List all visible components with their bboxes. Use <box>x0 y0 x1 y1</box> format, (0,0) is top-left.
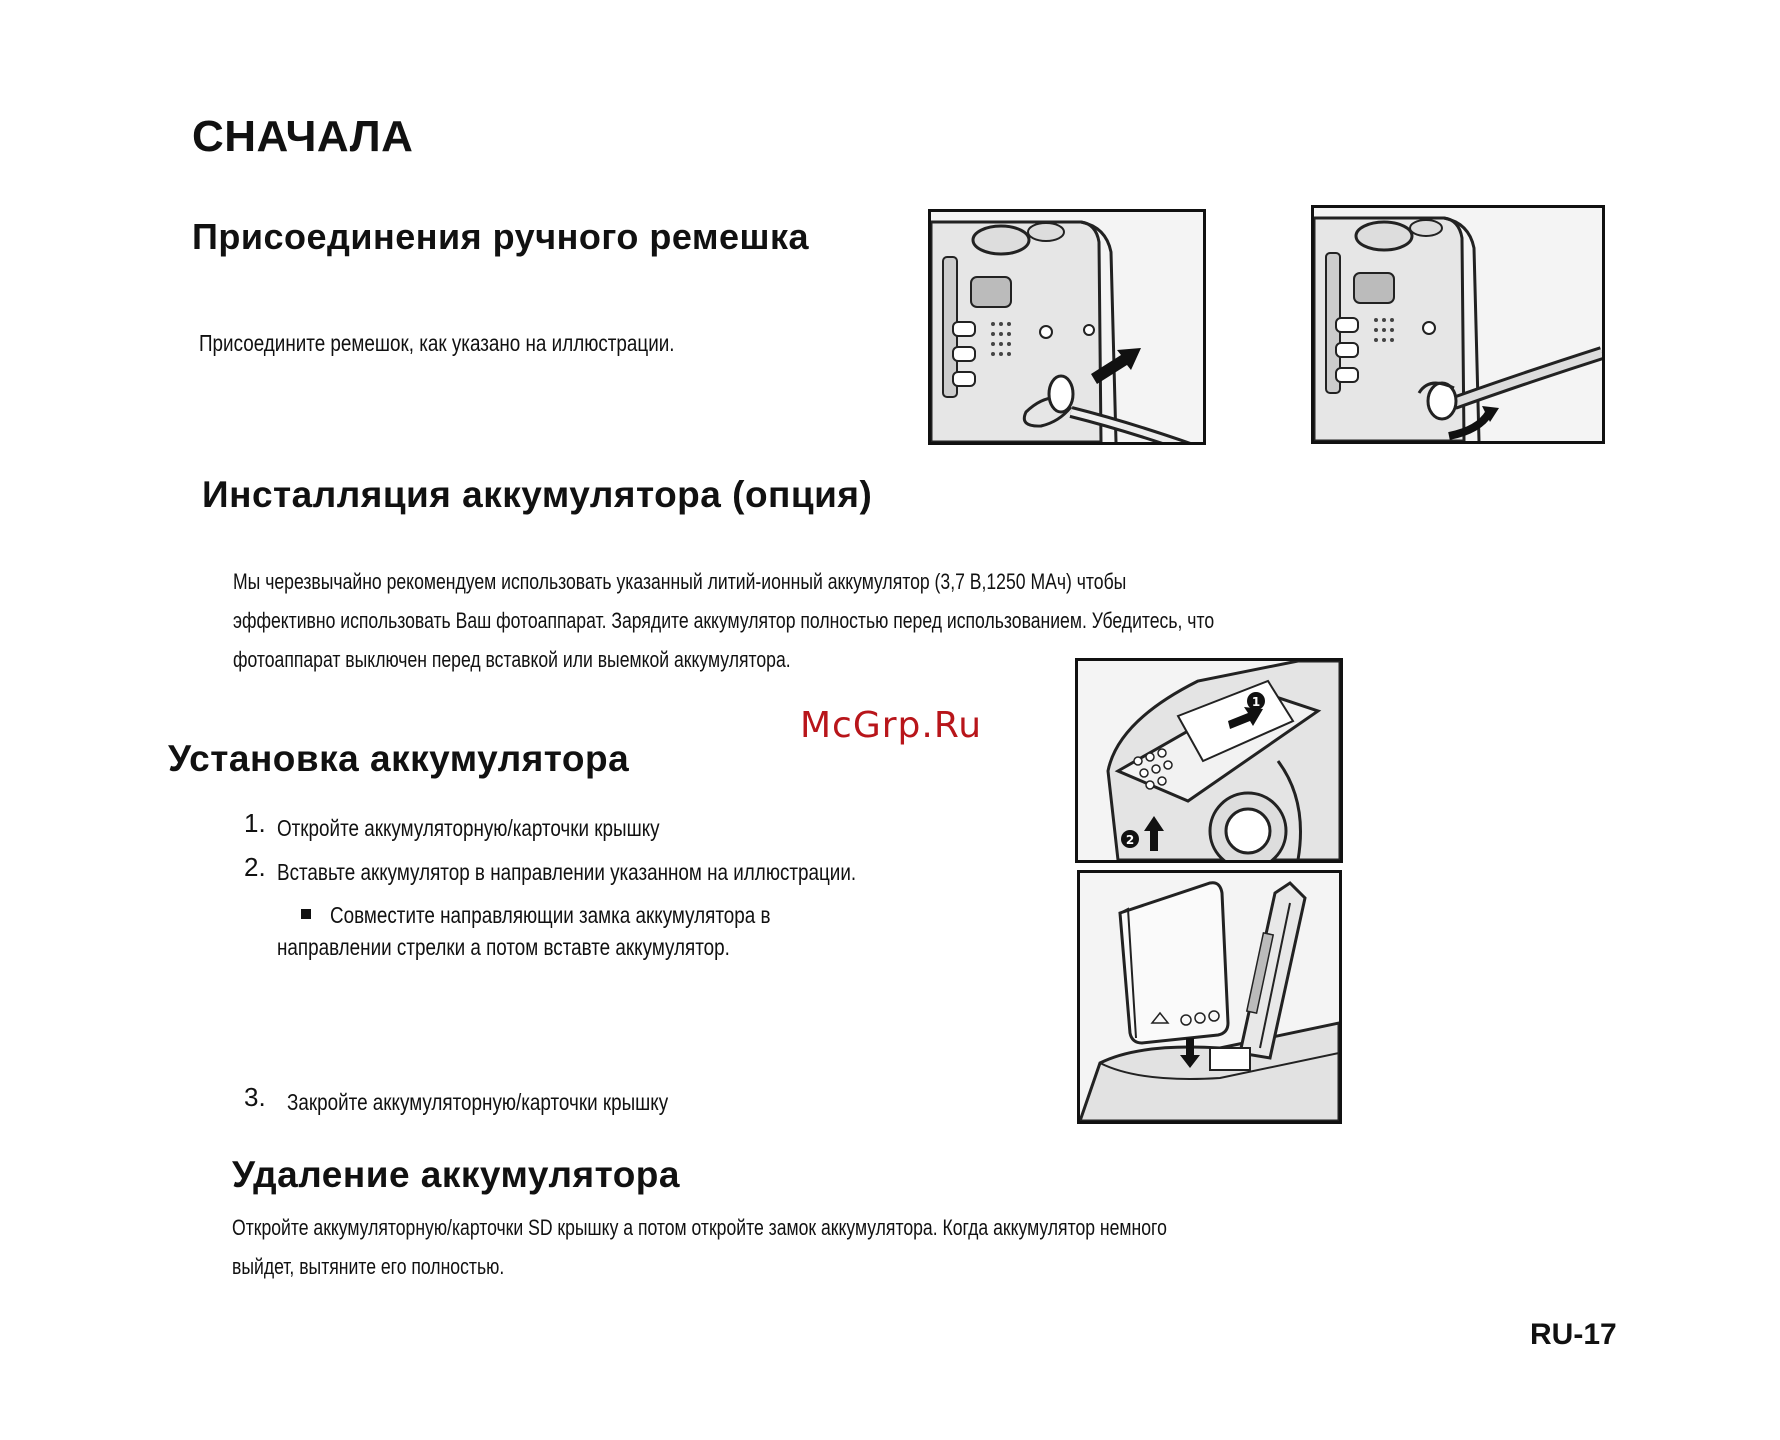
page-title: СНАЧАЛА <box>192 112 414 161</box>
note-line-2: направлении стрелки а потом вставте акку… <box>277 934 730 960</box>
step-3-text: Закройте аккумуляторную/карточки крышку <box>287 1089 669 1115</box>
step-1-text: Откройте аккумуляторную/карточки крышку <box>277 815 660 841</box>
strap-heading: Присоединения ручного ремешка <box>192 216 810 257</box>
battery-install-line-1: Мы черезвычайно рекомендуем использовать… <box>233 569 1127 594</box>
figure-marker-1: 1 <box>1252 695 1260 709</box>
battery-remove-line-1: Откройте аккумуляторную/карточки SD крыш… <box>232 1215 1167 1240</box>
step-1-number: 1. <box>244 808 266 838</box>
battery-install-line-3: фотоаппарат выключен перед вставкой или … <box>233 647 791 672</box>
strap-attach-illustration-2 <box>1311 205 1605 444</box>
page-number: RU-17 <box>1530 1318 1617 1351</box>
battery-install-heading: Инсталляция аккумулятора (опция) <box>202 474 873 515</box>
note-bullet <box>301 909 311 919</box>
strap-attach-illustration-1 <box>928 209 1206 445</box>
battery-remove-paragraph: Откройте аккумуляторную/карточки SD крыш… <box>232 1208 1167 1286</box>
battery-cover-open-illustration: 1 2 <box>1075 658 1343 863</box>
watermark: McGrp.Ru <box>800 705 983 746</box>
battery-remove-line-2: выйдет, вытяните его полностью. <box>232 1254 505 1279</box>
battery-setup-heading: Установка аккумулятора <box>168 738 630 779</box>
step-2-number: 2. <box>244 852 266 882</box>
note-line-1: Совместите направляющии замка аккумулято… <box>330 902 771 928</box>
battery-install-line-2: эффективно использовать Ваш фотоаппарат.… <box>233 608 1215 633</box>
figure-marker-2: 2 <box>1126 833 1134 847</box>
battery-insert-illustration <box>1077 870 1342 1124</box>
step-2-text: Вставьте аккумулятор в направлении указа… <box>277 859 857 885</box>
battery-remove-heading: Удаление аккумулятора <box>232 1154 680 1195</box>
strap-instruction: Присоедините ремешок, как указано на илл… <box>199 330 675 356</box>
battery-install-paragraph: Мы черезвычайно рекомендуем использовать… <box>233 562 1214 679</box>
step-3-number: 3. <box>244 1082 266 1112</box>
